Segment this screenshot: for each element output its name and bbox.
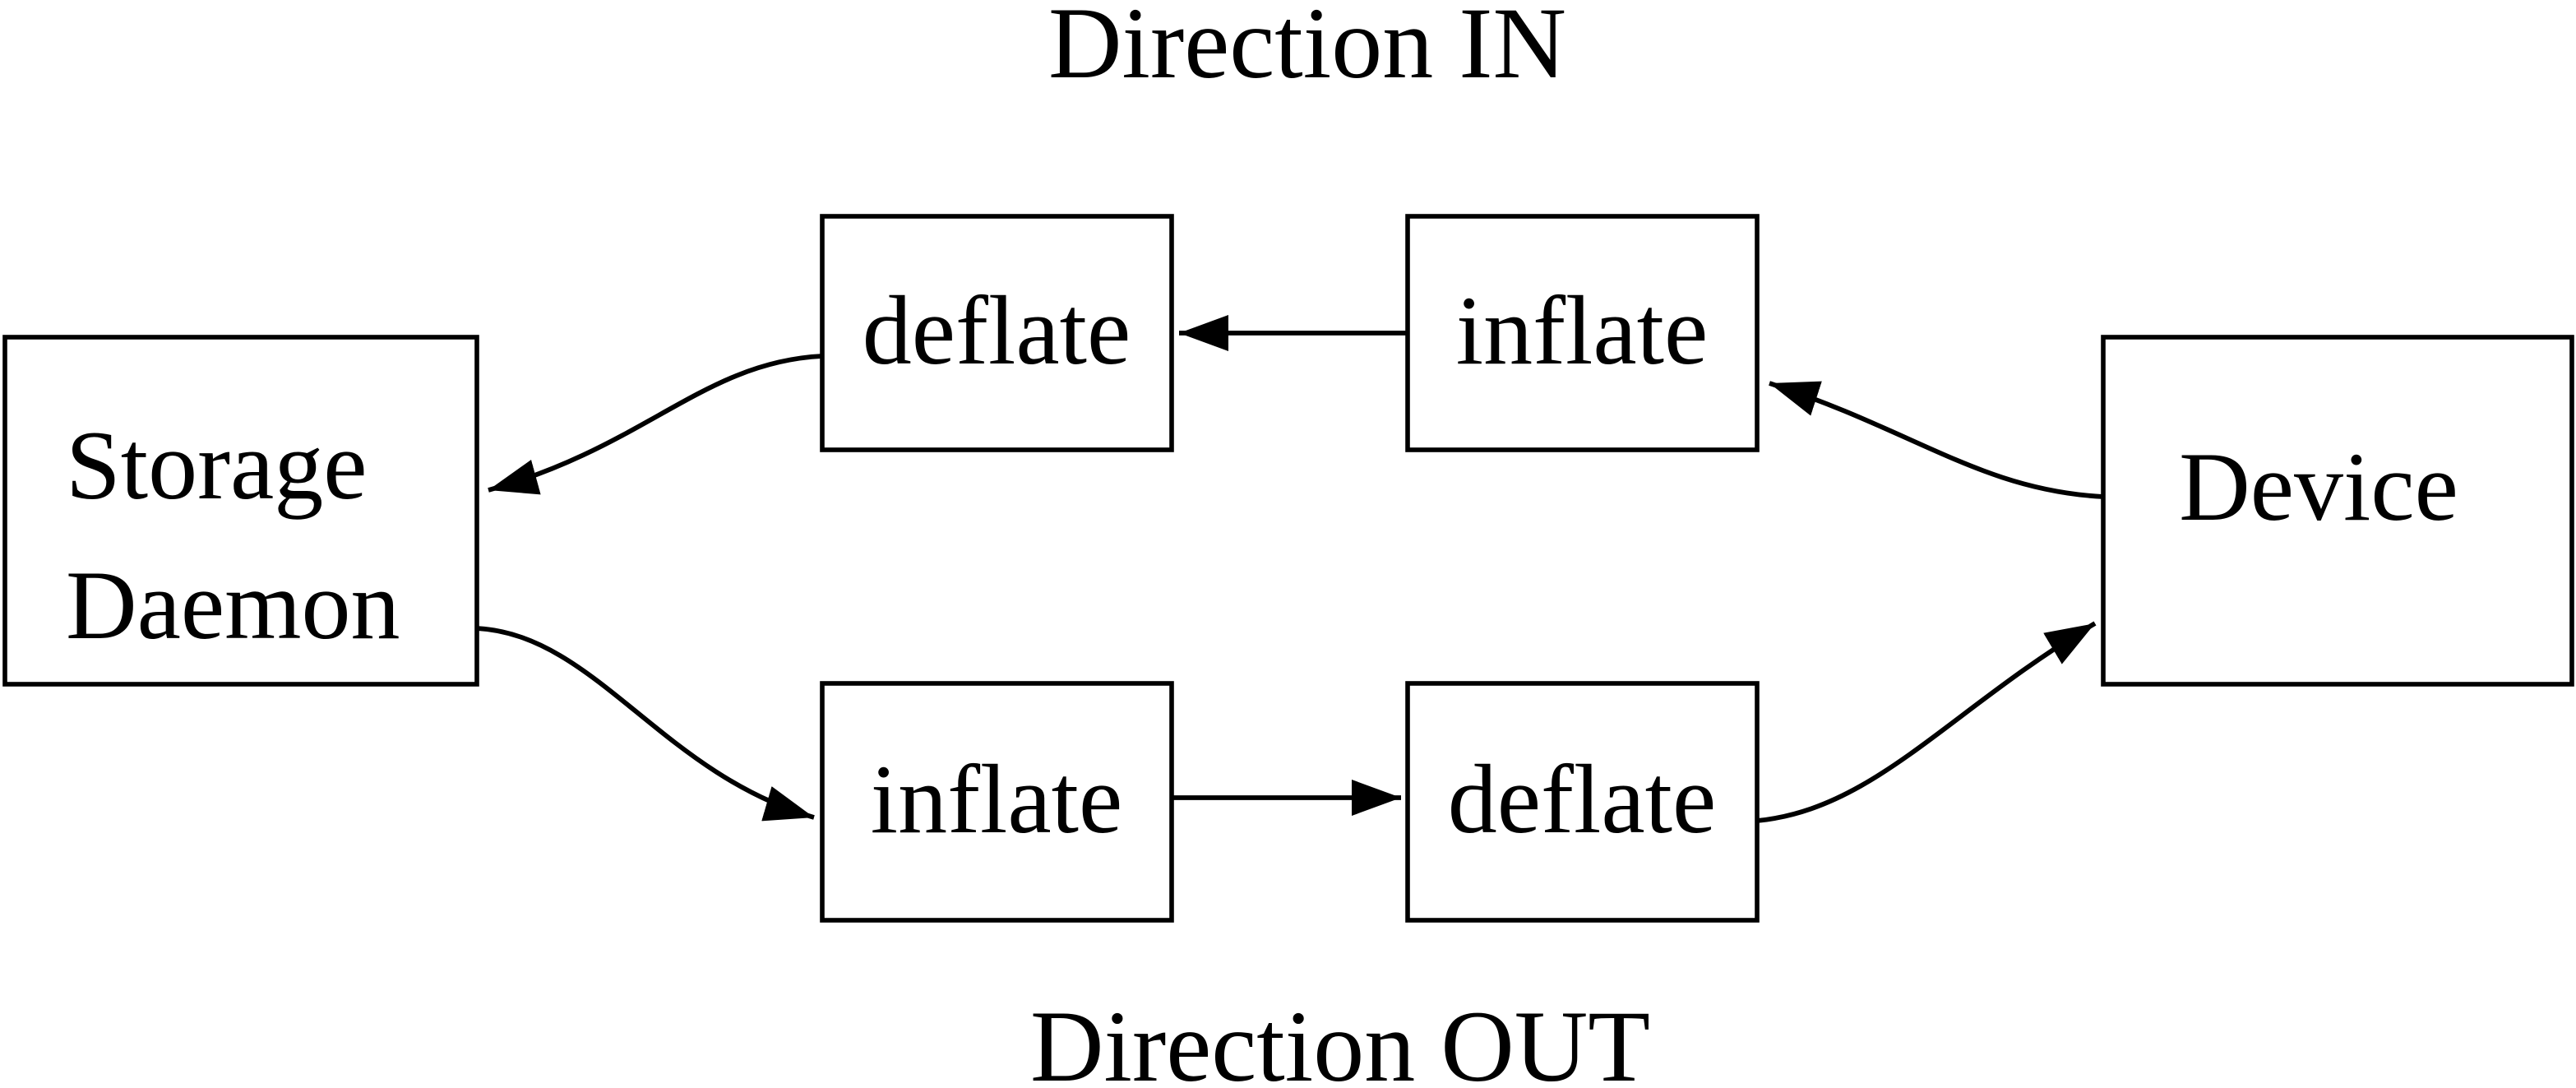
arrow-deflate-out-to-device <box>1756 621 2097 823</box>
storage-daemon-box <box>2 335 479 687</box>
deflate-in-label: deflate <box>863 275 1131 385</box>
node-storage-daemon: Storage Daemon <box>2 335 479 687</box>
deflate-out-label: deflate <box>1448 744 1716 854</box>
inflate-in-box <box>1405 214 1760 452</box>
arrow-deflate-in-to-storage <box>488 354 823 495</box>
node-deflate-in: deflate <box>820 214 1174 452</box>
storage-daemon-label-line2: Daemon <box>66 550 400 660</box>
deflate-in-box <box>820 214 1174 452</box>
inflate-out-label: inflate <box>871 744 1123 854</box>
node-inflate-in: inflate <box>1405 214 1760 452</box>
storage-daemon-label-line1: Storage <box>66 410 368 520</box>
node-deflate-out: deflate <box>1405 681 1760 923</box>
inflate-in-label: inflate <box>1456 275 1709 385</box>
inflate-out-box <box>820 681 1174 923</box>
arrow-storage-to-inflate-out <box>476 626 815 822</box>
device-box <box>2101 335 2574 687</box>
node-device: Device <box>2101 335 2574 687</box>
title-direction-out: Direction OUT <box>1030 990 1650 1088</box>
title-direction-in: Direction IN <box>1048 0 1566 100</box>
arrow-device-to-inflate-in <box>1769 381 2104 499</box>
node-inflate-out: inflate <box>820 681 1174 923</box>
edges-group <box>476 315 2104 823</box>
deflate-out-box <box>1405 681 1760 923</box>
device-label: Device <box>2179 432 2458 541</box>
